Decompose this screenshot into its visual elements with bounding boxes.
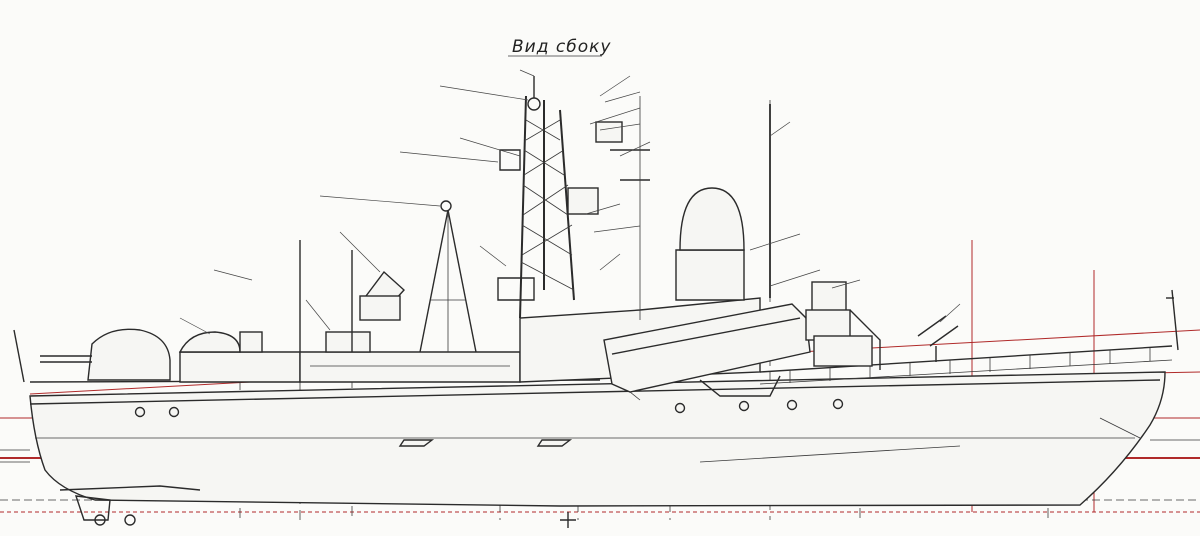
aerial-masts xyxy=(13,104,1179,383)
portholes xyxy=(134,398,844,418)
main-lattice-mast xyxy=(497,76,650,320)
foredeck-fitting xyxy=(917,315,959,362)
forward-director xyxy=(805,281,881,370)
missile-launcher xyxy=(603,303,811,401)
bow-gun-mount xyxy=(40,328,263,381)
propeller-and-rudder xyxy=(59,485,576,528)
waterline-hatching xyxy=(0,439,1200,463)
annotation-leaders xyxy=(179,69,961,335)
fire-control-radar xyxy=(325,270,405,353)
tripod-mast xyxy=(419,200,477,353)
drawing-title: Вид сбоку xyxy=(512,37,611,57)
hull xyxy=(29,371,1166,507)
